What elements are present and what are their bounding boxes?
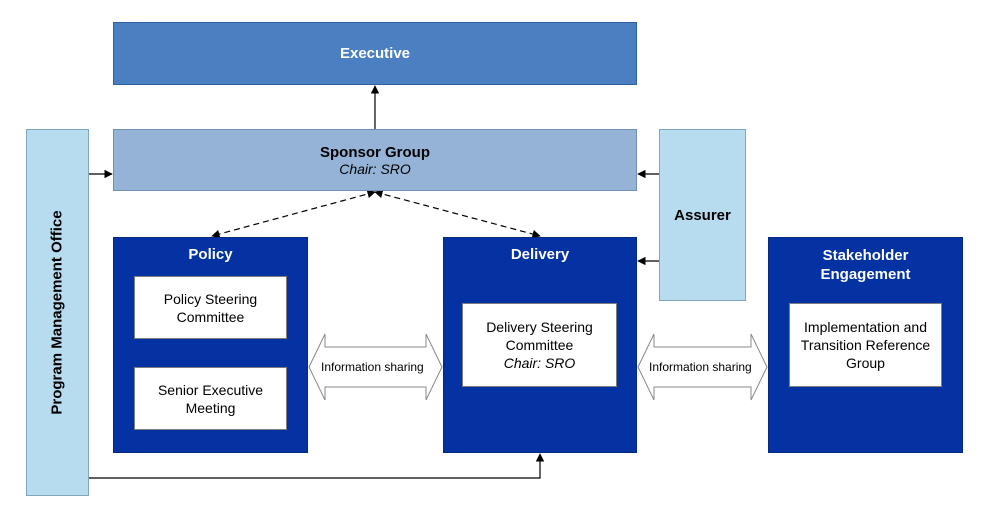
assurer-box: Assurer — [659, 129, 746, 301]
delivery-title: Delivery — [510, 246, 570, 263]
policy-title: Policy — [188, 246, 233, 263]
pmo-to-delivery-arrow — [89, 453, 545, 479]
senior-executive-meeting-label: Senior Executive Meeting — [157, 381, 264, 416]
implementation-transition-group-box: Implementation and Transition Reference … — [789, 303, 942, 387]
executive-box: Executive — [113, 22, 637, 85]
implementation-transition-group-label: Implementation and Transition Reference … — [800, 319, 931, 371]
policy-steering-committee-label: Policy Steering Committee — [163, 290, 258, 325]
info-sharing-right-label: Information sharing — [649, 360, 752, 374]
sponsor-group-chair: Chair: SRO — [339, 160, 411, 177]
delivery-steering-committee-label: Delivery Steering Committee — [486, 319, 593, 353]
info-sharing-left-label: Information sharing — [321, 360, 424, 374]
program-management-office-label: Program Management Office — [49, 210, 66, 415]
info-sharing-right-arrow — [637, 333, 768, 401]
senior-executive-meeting-box: Senior Executive Meeting — [134, 367, 287, 430]
policy-steering-committee-box: Policy Steering Committee — [134, 276, 287, 339]
executive-label: Executive — [339, 45, 411, 62]
stakeholder-engagement-title: Stakeholder Engagement — [820, 247, 911, 283]
delivery-steering-committee-box: Delivery Steering Committee Chair: SRO — [462, 303, 617, 387]
info-sharing-left-arrow — [308, 333, 443, 401]
delivery-steering-chair: Chair: SRO — [503, 355, 576, 371]
sponsor-group-title: Sponsor Group — [320, 143, 430, 161]
sponsor-delivery-dashed-arrow — [374, 189, 541, 239]
assurer-label: Assurer — [674, 206, 731, 224]
program-management-office-box: Program Management Office — [26, 129, 89, 496]
sponsor-policy-dashed-arrow — [211, 189, 376, 239]
sponsor-group-box: Sponsor Group Chair: SRO — [113, 129, 637, 191]
